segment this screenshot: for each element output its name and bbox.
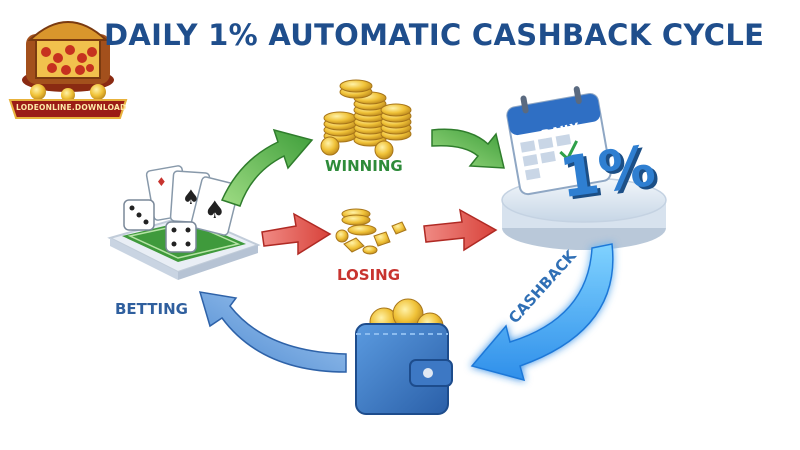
betting-label: BETTING xyxy=(115,300,188,318)
page-title: DAILY 1% AUTOMATIC CASHBACK CYCLE xyxy=(104,18,765,52)
cashback-arrow xyxy=(470,243,614,382)
wallet xyxy=(355,298,453,415)
logo-text: LODEONLINE.DOWNLOAD xyxy=(16,103,127,112)
arrow-to-losing xyxy=(261,212,332,256)
arrow-win-to-calendar xyxy=(431,128,505,169)
arrow-lose-to-podium xyxy=(423,208,498,252)
losing-coins xyxy=(335,208,407,255)
dice xyxy=(123,199,197,253)
svg-text:♠: ♠ xyxy=(204,196,226,224)
arrow-to-winning xyxy=(220,128,314,207)
winning-coins xyxy=(320,79,412,160)
winning-label: WINNING xyxy=(325,157,403,175)
percent-label: 1% xyxy=(555,133,660,212)
daily-calendar xyxy=(506,86,612,196)
arrow-back-to-betting xyxy=(198,291,347,373)
svg-text:♠: ♠ xyxy=(182,185,200,209)
logo-emblem xyxy=(8,21,128,119)
svg-text:♦: ♦ xyxy=(156,175,167,189)
losing-label: LOSING xyxy=(337,266,401,284)
